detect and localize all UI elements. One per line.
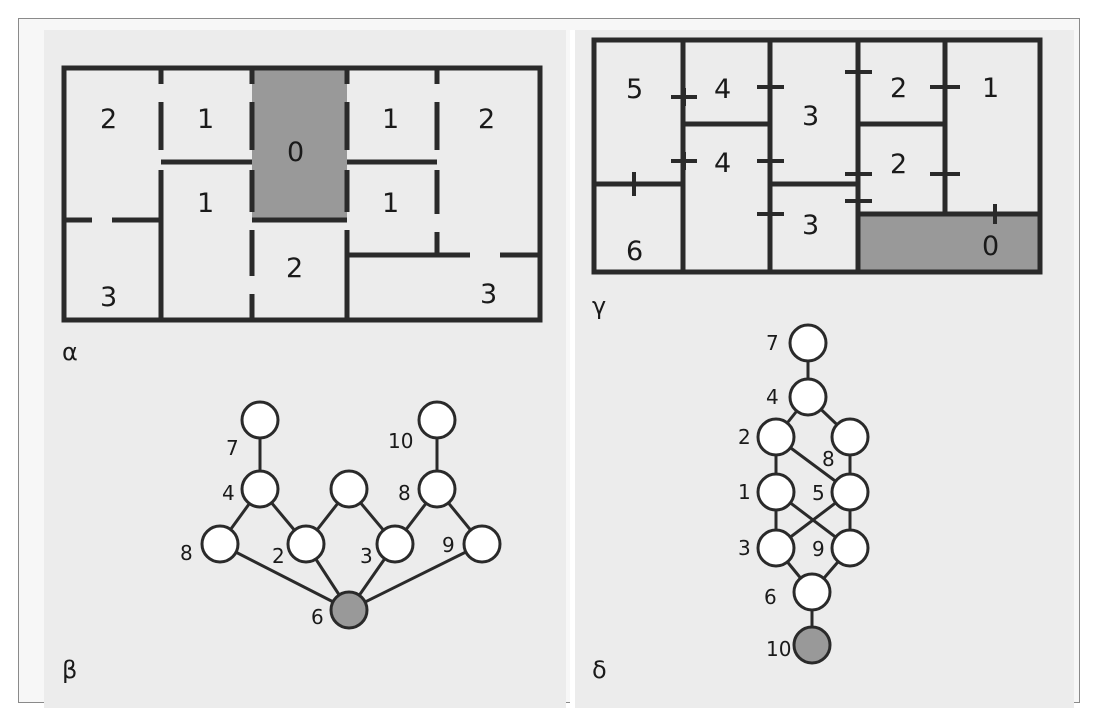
plan-alpha: [61, 65, 543, 323]
graph-beta-nodes: [200, 400, 502, 630]
graph-delta-node: [792, 572, 832, 612]
graph-beta-node: [417, 400, 457, 440]
graph-delta-nodes: [756, 323, 870, 665]
plan-gamma-room-label: 4: [714, 74, 731, 105]
plan-gamma-room-label: 4: [714, 148, 731, 179]
graph-delta-node: [756, 417, 796, 457]
graph-beta-node-label: 8: [180, 541, 193, 565]
graph-delta-node: [830, 528, 870, 568]
plan-alpha-label: α: [62, 338, 78, 366]
graph-delta-node-label: 5: [812, 481, 825, 505]
plan-alpha-room-label: 3: [100, 282, 117, 313]
graph-delta-node: [830, 417, 870, 457]
graph-beta-node: [286, 524, 326, 564]
plan-gamma-room-label: 5: [626, 74, 643, 105]
plan-gamma-room-label: 2: [890, 149, 907, 180]
plan-gamma-room-label: 1: [982, 73, 999, 104]
plan-alpha-room-label: 2: [286, 253, 303, 284]
plan-alpha-room-label: 3: [480, 279, 497, 310]
graph-delta-node-shaded: [792, 625, 832, 665]
graph-beta-node-label: 7: [226, 436, 239, 460]
graph-delta-node: [788, 377, 828, 417]
panel-divider: [570, 30, 575, 708]
plan-gamma-shaded-room: [858, 214, 1038, 272]
plan-gamma-room-label: 2: [890, 73, 907, 104]
plan-alpha-room-label: 1: [197, 188, 214, 219]
graph-delta-node: [830, 472, 870, 512]
plan-gamma-room-labels: 5 4 3 2 1 4 2 6 3 0: [626, 73, 999, 267]
graph-beta-node-label: 3: [360, 544, 373, 568]
plan-alpha-room-label: 0: [287, 137, 304, 168]
graph-delta-node-label: 8: [822, 447, 835, 471]
graph-delta-node: [756, 472, 796, 512]
graph-beta-node: [240, 400, 280, 440]
plan-alpha-room-label: 1: [197, 104, 214, 135]
graph-beta-node-label: 4: [222, 481, 235, 505]
plan-gamma-outline: [591, 37, 1043, 275]
graph-beta-node: [417, 469, 457, 509]
graph-delta-node-label: 7: [766, 331, 779, 355]
graph-delta-node-label: 2: [738, 425, 751, 449]
graph-delta-node: [788, 323, 828, 363]
graph-beta-node-label: 8: [398, 481, 411, 505]
graph-delta-node-label: 4: [766, 385, 779, 409]
graph-beta-node: [200, 524, 240, 564]
graph-beta-node: [240, 469, 280, 509]
graph-beta-node-shaded: [329, 590, 369, 630]
graph-beta-node-label: 6: [311, 605, 324, 629]
graph-delta-label: δ: [592, 656, 607, 684]
plan-gamma-room-label: 3: [802, 101, 819, 132]
graph-beta-label: β: [62, 656, 77, 684]
plan-gamma-room-label: 3: [802, 210, 819, 241]
plan-gamma: [591, 37, 1043, 275]
graph-delta-node-label: 1: [738, 480, 751, 504]
plan-alpha-shaded-room: [252, 70, 347, 222]
plan-alpha-outline: [61, 65, 543, 323]
plan-gamma-doors: [632, 63, 997, 224]
graph-beta-node-label: 2: [272, 544, 285, 568]
graph-beta-labels: 7 4 8 2 10 8 3 9 6: [180, 429, 455, 629]
graph-beta-node-label: 10: [388, 429, 413, 453]
graph-beta-node: [462, 524, 502, 564]
plan-alpha-room-label: 2: [478, 104, 495, 135]
graph-delta-node-label: 6: [764, 585, 777, 609]
graph-beta-edges: [218, 420, 484, 612]
graph-delta-labels: 7 4 2 8 1 5 3 9 6 10: [738, 331, 835, 661]
plan-alpha-room-labels: 2 1 0 1 2 1 1 3 2 3: [100, 104, 497, 313]
graph-delta-node-label: 10: [766, 637, 791, 661]
graph-beta-node: [329, 469, 369, 509]
plan-alpha-room-label: 1: [382, 104, 399, 135]
plan-gamma-room-label: 6: [626, 236, 643, 267]
plan-alpha-walls: [64, 68, 540, 320]
plan-alpha-room-label: 1: [382, 188, 399, 219]
plan-gamma-label: γ: [592, 292, 606, 320]
graph-beta-node-label: 9: [442, 533, 455, 557]
graph-delta-node-label: 9: [812, 537, 825, 561]
graph-delta-node: [756, 528, 796, 568]
plan-alpha-room-label: 2: [100, 104, 117, 135]
graph-beta-node: [375, 524, 415, 564]
graph-delta-node-label: 3: [738, 536, 751, 560]
plan-gamma-room-label: 0: [982, 231, 999, 262]
